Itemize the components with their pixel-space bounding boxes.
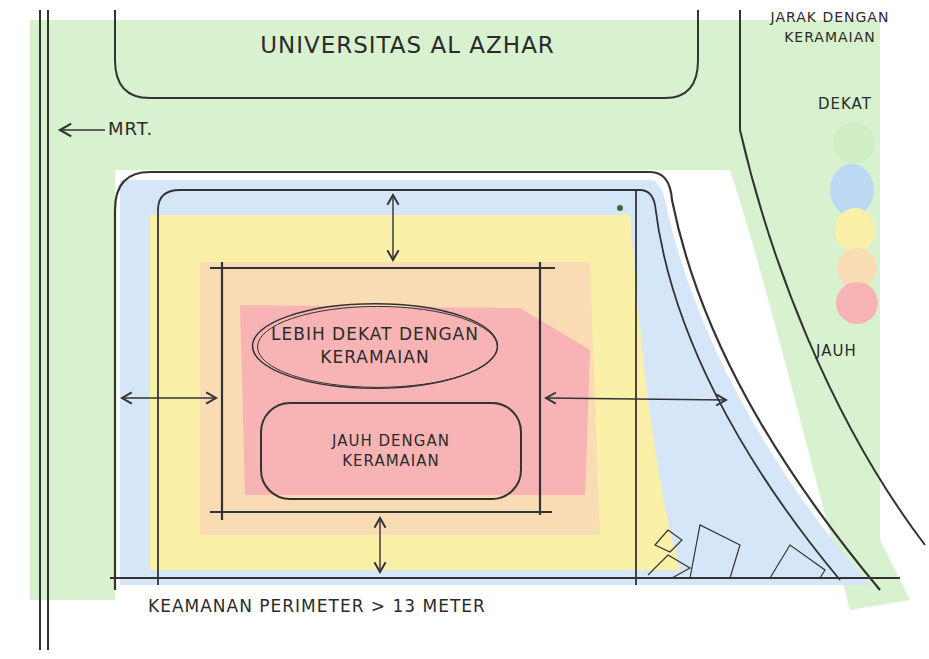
zone-box: JAUH DENGAN KERAMAIAN — [260, 402, 522, 500]
oval-outline — [250, 302, 500, 390]
legend-text: DEKAT — [818, 95, 872, 113]
note-text: KEAMANAN PERIMETER > 13 METER — [148, 596, 486, 616]
zone-oval: LEBIH DEKAT DENGAN KERAMAIAN — [250, 302, 500, 390]
legend-text: JAUH — [816, 342, 857, 360]
building-label: UNIVERSITAS AL AZHAR — [120, 0, 695, 96]
legend-swatch — [833, 122, 875, 164]
zone-text: LEBIH DEKAT DENGAN KERAMAIAN — [270, 323, 480, 369]
zone-text: JAUH DENGAN KERAMAIAN — [282, 431, 500, 472]
direction-label: MRT. — [108, 118, 153, 139]
zone-text: UNIVERSITAS AL AZHAR — [260, 30, 555, 61]
legend-swatch — [836, 282, 878, 324]
legend-title: JARAK DENGAN KERAMAIAN — [760, 8, 900, 47]
